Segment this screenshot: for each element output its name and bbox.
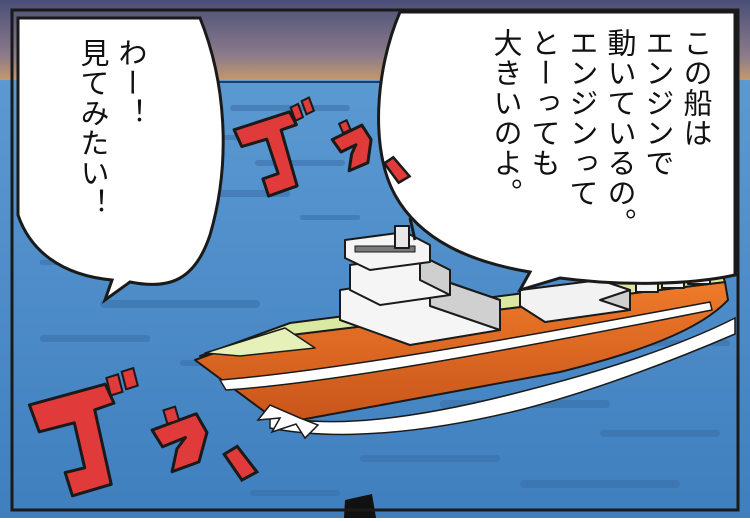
ship-wake bbox=[269, 316, 736, 436]
left-line-2: 見てみたい！ bbox=[76, 38, 110, 218]
right-line-3: 動いているの。 bbox=[603, 28, 637, 238]
speech-balloon-right bbox=[377, 10, 737, 293]
right-line-6: 大きいのよ。 bbox=[489, 28, 523, 208]
bow-deck bbox=[204, 327, 316, 357]
ship-funnel bbox=[394, 225, 410, 249]
sfx-goun-lower bbox=[27, 366, 260, 498]
sfx-goun-upper bbox=[232, 96, 412, 198]
speech-balloon-left bbox=[16, 16, 225, 305]
right-line-2: エンジンで bbox=[641, 28, 675, 178]
bow-splash bbox=[256, 404, 320, 440]
speech-text-left: わー！見てみたい！ bbox=[74, 38, 150, 238]
right-line-4: エンジンって bbox=[565, 28, 599, 208]
left-line-1: わー！ bbox=[114, 38, 148, 128]
right-line-1: この船は bbox=[679, 28, 713, 148]
right-line-5: とーっても bbox=[527, 28, 561, 178]
ship bbox=[194, 217, 729, 421]
sfx-partial-bottom bbox=[344, 494, 376, 518]
hull-stripe bbox=[219, 301, 713, 391]
panel-border bbox=[10, 8, 740, 512]
ship-mast bbox=[408, 217, 417, 241]
speech-text-right: この船はエンジンで動いているの。エンジンってとーっても大きいのよ。 bbox=[487, 28, 715, 258]
